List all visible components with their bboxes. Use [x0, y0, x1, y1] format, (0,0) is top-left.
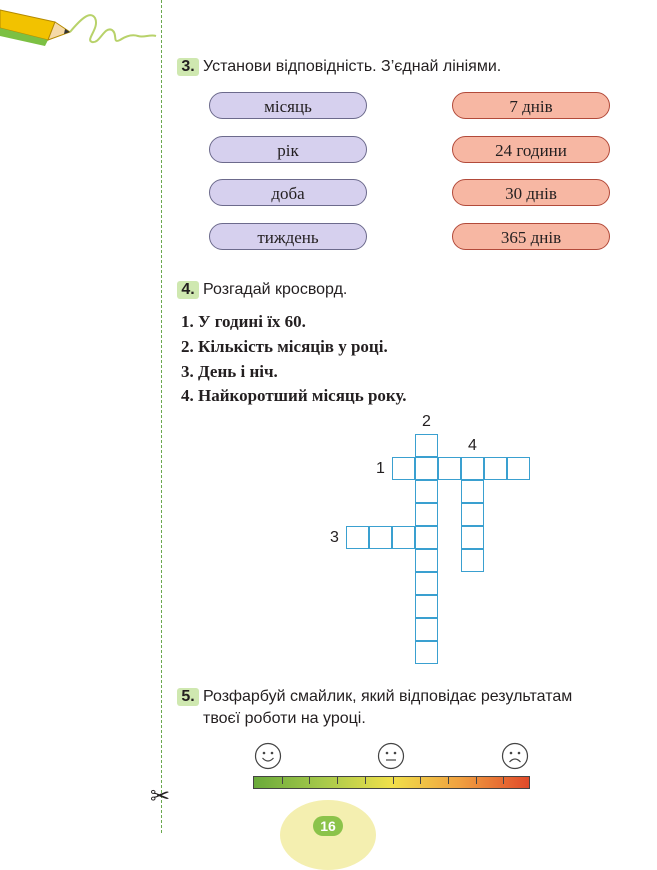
match-item-left[interactable]: доба: [209, 179, 367, 206]
task-instruction: Розгадай кросворд.: [203, 281, 348, 298]
task-number: 4.: [177, 281, 199, 299]
crossword-number: 3: [330, 529, 339, 546]
match-item-right[interactable]: 365 днів: [452, 223, 610, 250]
match-item-right[interactable]: 24 години: [452, 136, 610, 163]
cut-line: [161, 0, 162, 833]
task-number: 5.: [177, 688, 199, 706]
crossword-clue: 4. Найкоротший місяць року.: [181, 386, 407, 405]
crossword-number: 2: [422, 413, 431, 430]
scale-tick: [503, 777, 505, 784]
crossword-cell[interactable]: [392, 457, 415, 480]
task-instruction: Установи відповідність. З’єднай лініями.: [203, 58, 502, 75]
crossword-cell[interactable]: [415, 526, 438, 549]
scale-tick: [337, 777, 339, 784]
crossword-cell[interactable]: [461, 480, 484, 503]
rating-scale-bar: [253, 776, 530, 789]
crossword-cell[interactable]: [415, 549, 438, 572]
task-number: 3.: [177, 58, 199, 76]
crossword-cell[interactable]: [415, 572, 438, 595]
page-number: 16: [313, 816, 343, 836]
match-item-left[interactable]: місяць: [209, 92, 367, 119]
crossword-cell[interactable]: [415, 618, 438, 641]
crossword-cell[interactable]: [461, 526, 484, 549]
crossword-cell[interactable]: [484, 457, 507, 480]
crossword-cell[interactable]: [461, 549, 484, 572]
crossword-number: 4: [468, 437, 477, 454]
match-item-left[interactable]: тиждень: [209, 223, 367, 250]
crossword-cell[interactable]: [461, 457, 484, 480]
scissors-icon: ✂: [150, 782, 171, 810]
match-item-right[interactable]: 7 днів: [452, 92, 610, 119]
crossword-cell[interactable]: [415, 595, 438, 618]
scale-tick: [364, 777, 366, 784]
task-instruction: Розфарбуй смайлик, який відповідає резул…: [203, 688, 573, 705]
match-item-right[interactable]: 30 днів: [452, 179, 610, 206]
match-item-left[interactable]: рік: [209, 136, 367, 163]
scale-tick: [475, 777, 477, 784]
task-instruction: твоєї роботи на уроці.: [203, 710, 366, 727]
crossword-cell[interactable]: [369, 526, 392, 549]
crossword-cell[interactable]: [507, 457, 530, 480]
scale-tick: [281, 777, 283, 784]
scale-tick: [420, 777, 422, 784]
crossword-clue: 2. Кількість місяців у році.: [181, 337, 388, 356]
crossword-clue: 1. У годині їх 60.: [181, 312, 306, 331]
crossword-clue: 3. День і ніч.: [181, 362, 278, 381]
crossword-cell[interactable]: [415, 457, 438, 480]
neutral-face-icon[interactable]: [377, 742, 405, 770]
pencil-icon: [0, 9, 157, 46]
crossword-cell[interactable]: [346, 526, 369, 549]
happy-face-icon[interactable]: [254, 742, 282, 770]
crossword-cell[interactable]: [415, 434, 438, 457]
sad-face-icon[interactable]: [501, 742, 529, 770]
scale-tick: [392, 777, 394, 784]
crossword-cell[interactable]: [415, 641, 438, 664]
crossword-cell[interactable]: [392, 526, 415, 549]
crossword-cell[interactable]: [415, 480, 438, 503]
scale-tick: [309, 777, 311, 784]
crossword-cell[interactable]: [438, 457, 461, 480]
crossword-cell[interactable]: [461, 503, 484, 526]
crossword-cell[interactable]: [415, 503, 438, 526]
scale-tick: [447, 777, 449, 784]
crossword-number: 1: [376, 460, 385, 477]
